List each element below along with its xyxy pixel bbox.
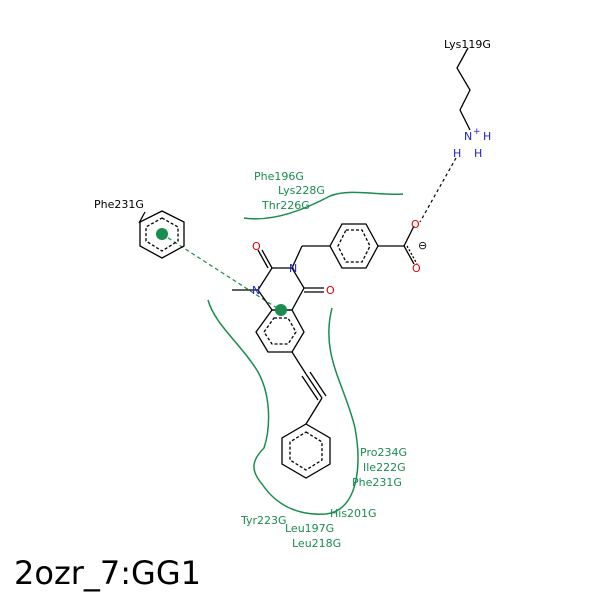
atom-h2: H [453, 147, 461, 160]
atom-o-carbonyl-right: O [326, 284, 335, 297]
label-tyr223: Tyr223G [240, 514, 287, 527]
label-lys119: Lys119G [444, 38, 491, 51]
charge-plus: + [473, 127, 481, 137]
label-pro234: Pro234G [360, 446, 407, 459]
diagram-title: 2ozr_7:GG1 [14, 554, 201, 592]
pi-stacking-phe231 [161, 233, 281, 311]
atom-o-carbonyl-top: O [252, 240, 261, 253]
atom-o-carboxylate-bottom: O [412, 262, 421, 275]
label-phe231-pi: Phe231G [94, 198, 144, 211]
label-phe231: Phe231G [352, 476, 402, 489]
label-leu218: Leu218G [292, 537, 341, 550]
hydrophobic-arc-lower [207, 299, 359, 515]
hydrogen-bond-lys119 [419, 157, 457, 223]
label-his201: His201G [330, 507, 377, 520]
label-leu197: Leu197G [285, 522, 334, 535]
atom-n2: N [252, 284, 260, 297]
label-phe196: Phe196G [254, 170, 304, 183]
charge-minus: ⊖ [418, 239, 427, 252]
hydrophobic-arc-upper [243, 191, 404, 220]
atom-o-carboxylate-top: O [411, 218, 420, 231]
pi-centroid-phe231 [156, 228, 168, 240]
label-thr226: Thr226G [261, 199, 310, 212]
phe231-ring [138, 210, 185, 259]
label-lys228: Lys228G [278, 184, 325, 197]
atom-h1: H [483, 130, 491, 143]
lys119-side-chain [456, 47, 471, 131]
atom-h3: H [474, 147, 482, 160]
atom-n-lys: N [464, 130, 472, 143]
ligand-bonds [232, 223, 418, 479]
pi-centroid-ligand [275, 304, 287, 316]
label-ile222: Ile222G [363, 461, 406, 474]
atom-n1: N [289, 262, 297, 275]
